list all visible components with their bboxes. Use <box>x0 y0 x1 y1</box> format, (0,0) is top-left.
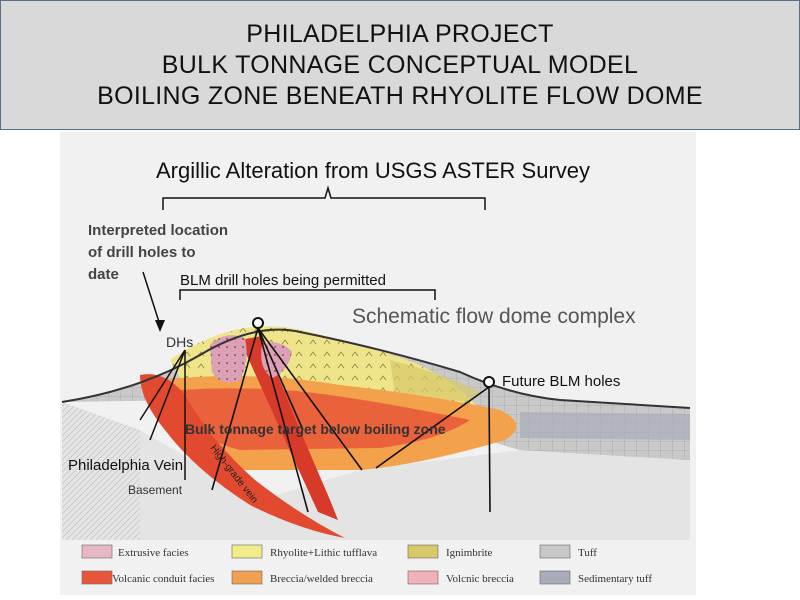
legend-swatch-breccia <box>231 570 263 585</box>
ignimbrite-lens <box>390 360 480 402</box>
legend-swatch-rhyolite <box>231 544 263 559</box>
high-grade-vein-shape <box>240 336 338 520</box>
legend-swatch-conduit <box>81 570 113 585</box>
legend-swatch-ignimbrite <box>407 544 439 559</box>
sedimentary-tuff-band <box>520 412 690 440</box>
title-line-3: BOILING ZONE BENEATH RHYOLITE FLOW DOME <box>97 81 703 110</box>
legend-swatch-sedimentary <box>539 570 571 585</box>
legend-label-rhyolite: Rhyolite+Lithic tufflava <box>270 547 377 559</box>
aster-label: Argillic Alteration from USGS ASTER Surv… <box>156 158 590 183</box>
future-blm-label: Future BLM holes <box>502 373 620 390</box>
title-line-1: PHILADELPHIA PROJECT <box>246 19 554 48</box>
blm-collar <box>252 317 264 329</box>
legend-label-ignimbrite: Ignimbrite <box>446 547 493 559</box>
interpreted-line-1: Interpreted location <box>88 222 228 239</box>
philadelphia-vein-label: Philadelphia Vein <box>68 457 183 474</box>
interpreted-arrow-head <box>155 320 165 332</box>
legend-label-tuff: Tuff <box>578 547 597 559</box>
interpreted-line-2: of drill holes to <box>88 244 196 261</box>
basement-layer <box>62 402 690 540</box>
blm-permitted-label: BLM drill holes being permitted <box>180 272 386 289</box>
legend-label-breccia: Breccia/welded breccia <box>270 573 373 585</box>
title-line-2: BULK TONNAGE CONCEPTUAL MODEL <box>161 50 639 79</box>
dhs-label: DHs <box>166 334 193 350</box>
legend-swatch-extrusive <box>81 544 113 559</box>
legend-label-sedimentary: Sedimentary tuff <box>578 573 652 585</box>
legend-label-extrusive: Extrusive facies <box>118 547 189 559</box>
flow-dome-label: Schematic flow dome complex <box>352 305 636 328</box>
blm-drill-holes <box>211 327 363 513</box>
legend: Extrusive facies Rhyolite+Lithic tufflav… <box>81 544 652 585</box>
conduit-left-lens <box>140 374 345 538</box>
legend-label-conduit: Volcanic conduit facies <box>112 573 214 585</box>
interpreted-line-3: date <box>88 266 119 283</box>
title-banner: PHILADELPHIA PROJECT BULK TONNAGE CONCEP… <box>0 0 800 130</box>
legend-swatch-tuff <box>539 544 571 559</box>
existing-drill-holes <box>139 349 186 480</box>
aster-bracket <box>162 185 486 210</box>
legend-swatch-volcanic-breccia <box>407 570 439 585</box>
extrusive-pod-left-dots <box>210 335 247 383</box>
blm-bracket <box>179 289 436 300</box>
future-drill-holes <box>375 386 491 513</box>
interpreted-arrow-line <box>142 271 161 326</box>
legend-label-volcanic-breccia: Volcnic breccia <box>446 573 514 585</box>
future-collar <box>483 376 495 388</box>
basement-hatch <box>62 402 140 540</box>
bulk-target-label: Bulk tonnage target below boiling zone <box>185 421 446 437</box>
basement-label: Basement <box>128 483 183 497</box>
